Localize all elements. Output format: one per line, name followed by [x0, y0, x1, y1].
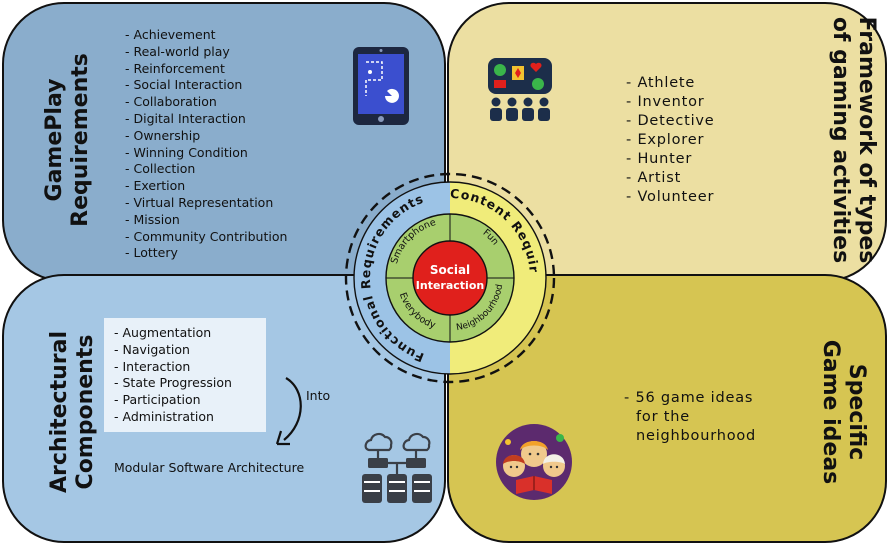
- list-item: - Community Contribution: [125, 228, 288, 244]
- list-item: - Volunteer: [626, 189, 715, 205]
- list-item: - Collaboration: [125, 94, 217, 110]
- list-item: - Digital Interaction: [125, 110, 246, 126]
- content-ring: [450, 182, 546, 374]
- list-item: - Navigation: [114, 341, 190, 357]
- list-item: - Achievement: [125, 27, 216, 42]
- list-item: - Lottery: [125, 245, 178, 261]
- gameplay-list: - Achievement - Real-world play - Reinfo…: [125, 27, 287, 262]
- cloud-server-icon: [362, 432, 432, 503]
- list-item: - Athlete: [626, 75, 696, 91]
- kids-reading-icon: [496, 424, 572, 500]
- list-item: - Ownership: [125, 127, 201, 143]
- ideas-text: - 56 game ideas for the neighbourhood: [624, 390, 757, 444]
- list-item: - Participation: [114, 392, 201, 408]
- architecture-box: [104, 318, 266, 432]
- ideas-title: Specific Game ideas: [818, 339, 869, 485]
- into-label: Into: [306, 388, 331, 403]
- list-item: - State Progression: [114, 375, 232, 391]
- curved-arrow-icon: [275, 377, 302, 446]
- list-item: - Mission: [125, 211, 180, 227]
- functional-ring: [354, 182, 450, 374]
- list-item: - Hunter: [626, 151, 693, 167]
- list-item: - Social Interaction: [125, 77, 243, 93]
- list-item: - Reinforcement: [125, 60, 225, 76]
- list-item: - Virtual Representation: [125, 194, 274, 210]
- modular-architecture-label: Modular Software Architecture: [114, 460, 305, 475]
- list-item: - Inventor: [626, 94, 705, 110]
- list-item: - Artist: [626, 170, 682, 186]
- framework-title: Framework of types of gaming activities: [828, 16, 879, 264]
- list-item: - Real-world play: [125, 43, 230, 59]
- architecture-title: Architectural Components: [47, 331, 98, 494]
- gameplay-title: GamePlay Requirements: [42, 53, 93, 227]
- framework-list: - Athlete - Inventor - Detective - Explo…: [626, 74, 715, 207]
- list-item: - Collection: [125, 161, 196, 177]
- core-label-line2: Interaction: [416, 279, 484, 292]
- list-item: - Augmentation: [114, 325, 212, 340]
- tablet-icon: [353, 47, 409, 125]
- list-item: - Interaction: [114, 358, 191, 374]
- core-circle: [412, 240, 488, 316]
- list-item: - Administration: [114, 408, 214, 424]
- list-item: - Detective: [626, 113, 715, 129]
- list-item: - Explorer: [626, 132, 705, 148]
- list-item: - Winning Condition: [125, 144, 248, 160]
- team-board-icon: [488, 58, 552, 121]
- center-diagram: Social Interaction Smartphone Fun Everyb…: [340, 168, 556, 384]
- list-item: - Exertion: [125, 178, 186, 194]
- core-label-line1: Social: [430, 263, 470, 277]
- architecture-list: - Augmentation - Navigation - Interactio…: [114, 325, 232, 426]
